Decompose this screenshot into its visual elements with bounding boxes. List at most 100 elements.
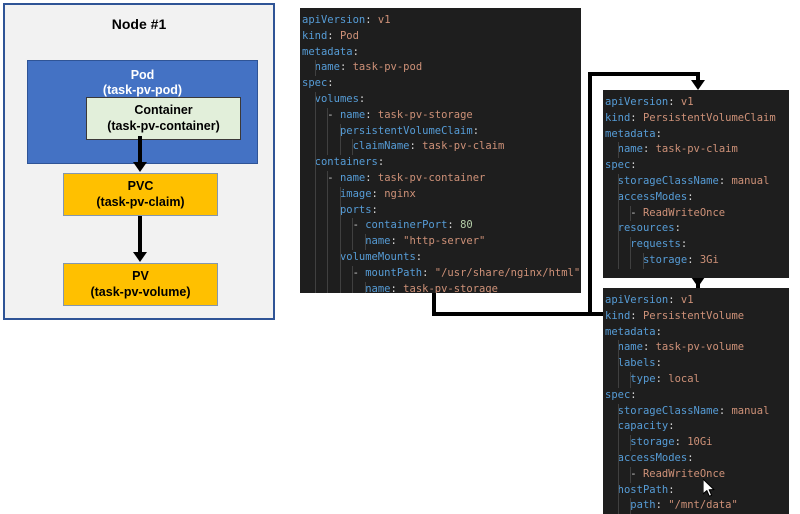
- code-token: ports: [339, 203, 372, 216]
- code-token: :: [409, 140, 423, 153]
- code-line: metadata:: [302, 45, 575, 61]
- code-token: [605, 222, 618, 234]
- code-token: name: [617, 341, 643, 354]
- container-subtitle: (task-pv-container): [107, 118, 220, 133]
- connector-pod-to-pvc-horizontal: [588, 72, 700, 76]
- code-line: storageClassName: manual: [605, 174, 783, 190]
- code-token: task-pv-claim: [422, 140, 505, 153]
- code-token: hostPath: [617, 483, 669, 496]
- code-line: volumes:: [302, 92, 575, 108]
- indent-guide: [365, 234, 367, 250]
- code-line: accessModes:: [605, 451, 783, 467]
- code-token: "/usr/share/nginx/html": [434, 266, 581, 279]
- code-line: spec:: [605, 388, 783, 404]
- code-token: Pod: [339, 29, 359, 42]
- code-line: - mountPath: "/usr/share/nginx/html": [302, 266, 581, 282]
- code-token: [302, 125, 340, 137]
- code-line: hostPath:: [605, 483, 783, 499]
- arrow-pvc-to-pv-line: [138, 216, 142, 253]
- code-token: storage: [630, 436, 675, 449]
- code-token: name: [365, 282, 391, 293]
- code-line: ports:: [302, 203, 575, 219]
- code-line: - ReadWriteOnce: [605, 467, 783, 483]
- code-token: apiVersion: [605, 96, 669, 108]
- code-line: claimName: task-pv-claim: [302, 139, 575, 155]
- code-token: "/mnt/data": [668, 499, 738, 512]
- code-token: kind: [302, 29, 328, 42]
- indent-guide: [314, 92, 316, 293]
- code-token: volumes: [314, 92, 359, 105]
- code-token: [302, 283, 365, 293]
- pod-subtitle: (task-pv-pod): [102, 83, 183, 98]
- code-token: :: [674, 436, 688, 449]
- code-token: PersistentVolume: [642, 309, 745, 322]
- code-token: :: [655, 499, 669, 512]
- code-line: metadata:: [605, 325, 783, 341]
- code-line: accessModes:: [605, 190, 783, 206]
- code-token: accessModes: [617, 451, 688, 464]
- code-token: :: [472, 124, 480, 137]
- code-token: [605, 357, 618, 369]
- code-token: type: [630, 372, 656, 385]
- code-token: :: [371, 203, 378, 216]
- code-token: [302, 61, 315, 73]
- code-token: labels: [617, 357, 656, 370]
- code-token: storage: [642, 253, 688, 266]
- code-token: :: [630, 159, 637, 172]
- code-token: :: [390, 235, 404, 248]
- code-token: :: [687, 190, 694, 203]
- code-token: accessModes: [617, 190, 688, 203]
- code-token: [605, 405, 618, 417]
- code-token: name: [365, 235, 391, 248]
- code-token: name: [314, 61, 340, 74]
- code-token: :: [358, 92, 366, 105]
- connector-pod-to-pvc-vertical-left: [588, 72, 592, 316]
- indent-guide: [630, 498, 632, 514]
- code-token: persistentVolumeClaim: [339, 124, 473, 137]
- code-token: metadata: [302, 45, 353, 58]
- code-token: volumeMounts: [339, 250, 416, 263]
- code-token: [605, 420, 618, 432]
- code-token: v1: [680, 96, 694, 108]
- code-token: apiVersion: [605, 294, 669, 306]
- connector-pod-to-pv-arrowhead: [691, 277, 705, 287]
- code-token: 80: [460, 219, 473, 232]
- code-line: - containerPort: 80: [302, 218, 575, 234]
- pvc-title: PVC: [127, 179, 154, 194]
- code-token: spec: [605, 388, 631, 401]
- code-token: path: [630, 499, 656, 512]
- code-line: kind: Pod: [302, 29, 575, 45]
- code-token: :: [365, 14, 378, 26]
- code-token: requests: [630, 238, 681, 251]
- code-token: :: [642, 143, 656, 156]
- code-token: [605, 175, 618, 187]
- code-token: 10Gi: [687, 436, 713, 449]
- code-token: :: [630, 309, 643, 322]
- code-token: v1: [680, 294, 694, 306]
- indent-guide: [339, 186, 341, 293]
- code-token: :: [687, 253, 700, 266]
- code-line: capacity:: [605, 419, 783, 435]
- code-token: kind: [605, 309, 631, 322]
- code-token: spec: [605, 159, 631, 172]
- code-line: labels:: [605, 356, 783, 372]
- code-token: claimName: [352, 140, 410, 153]
- indent-guide: [642, 253, 644, 269]
- code-line: apiVersion: v1: [605, 95, 783, 111]
- code-token: kind: [605, 111, 631, 124]
- code-token: :: [415, 250, 423, 263]
- code-token: name: [339, 108, 366, 121]
- code-line: name: task-pv-volume: [605, 340, 783, 356]
- code-token: :: [655, 127, 662, 140]
- code-token: [302, 188, 340, 200]
- code-token: [302, 156, 315, 168]
- code-token: :: [687, 451, 694, 464]
- node-container: Node #1 Pod (task-pv-pod) Container (tas…: [3, 3, 275, 320]
- code-token: nginx: [384, 187, 416, 200]
- code-line: name: task-pv-pod: [302, 60, 575, 76]
- code-line: volumeMounts:: [302, 250, 575, 266]
- indent-guide: [617, 340, 619, 388]
- connector-pod-to-pvc-vertical-right: [696, 72, 700, 82]
